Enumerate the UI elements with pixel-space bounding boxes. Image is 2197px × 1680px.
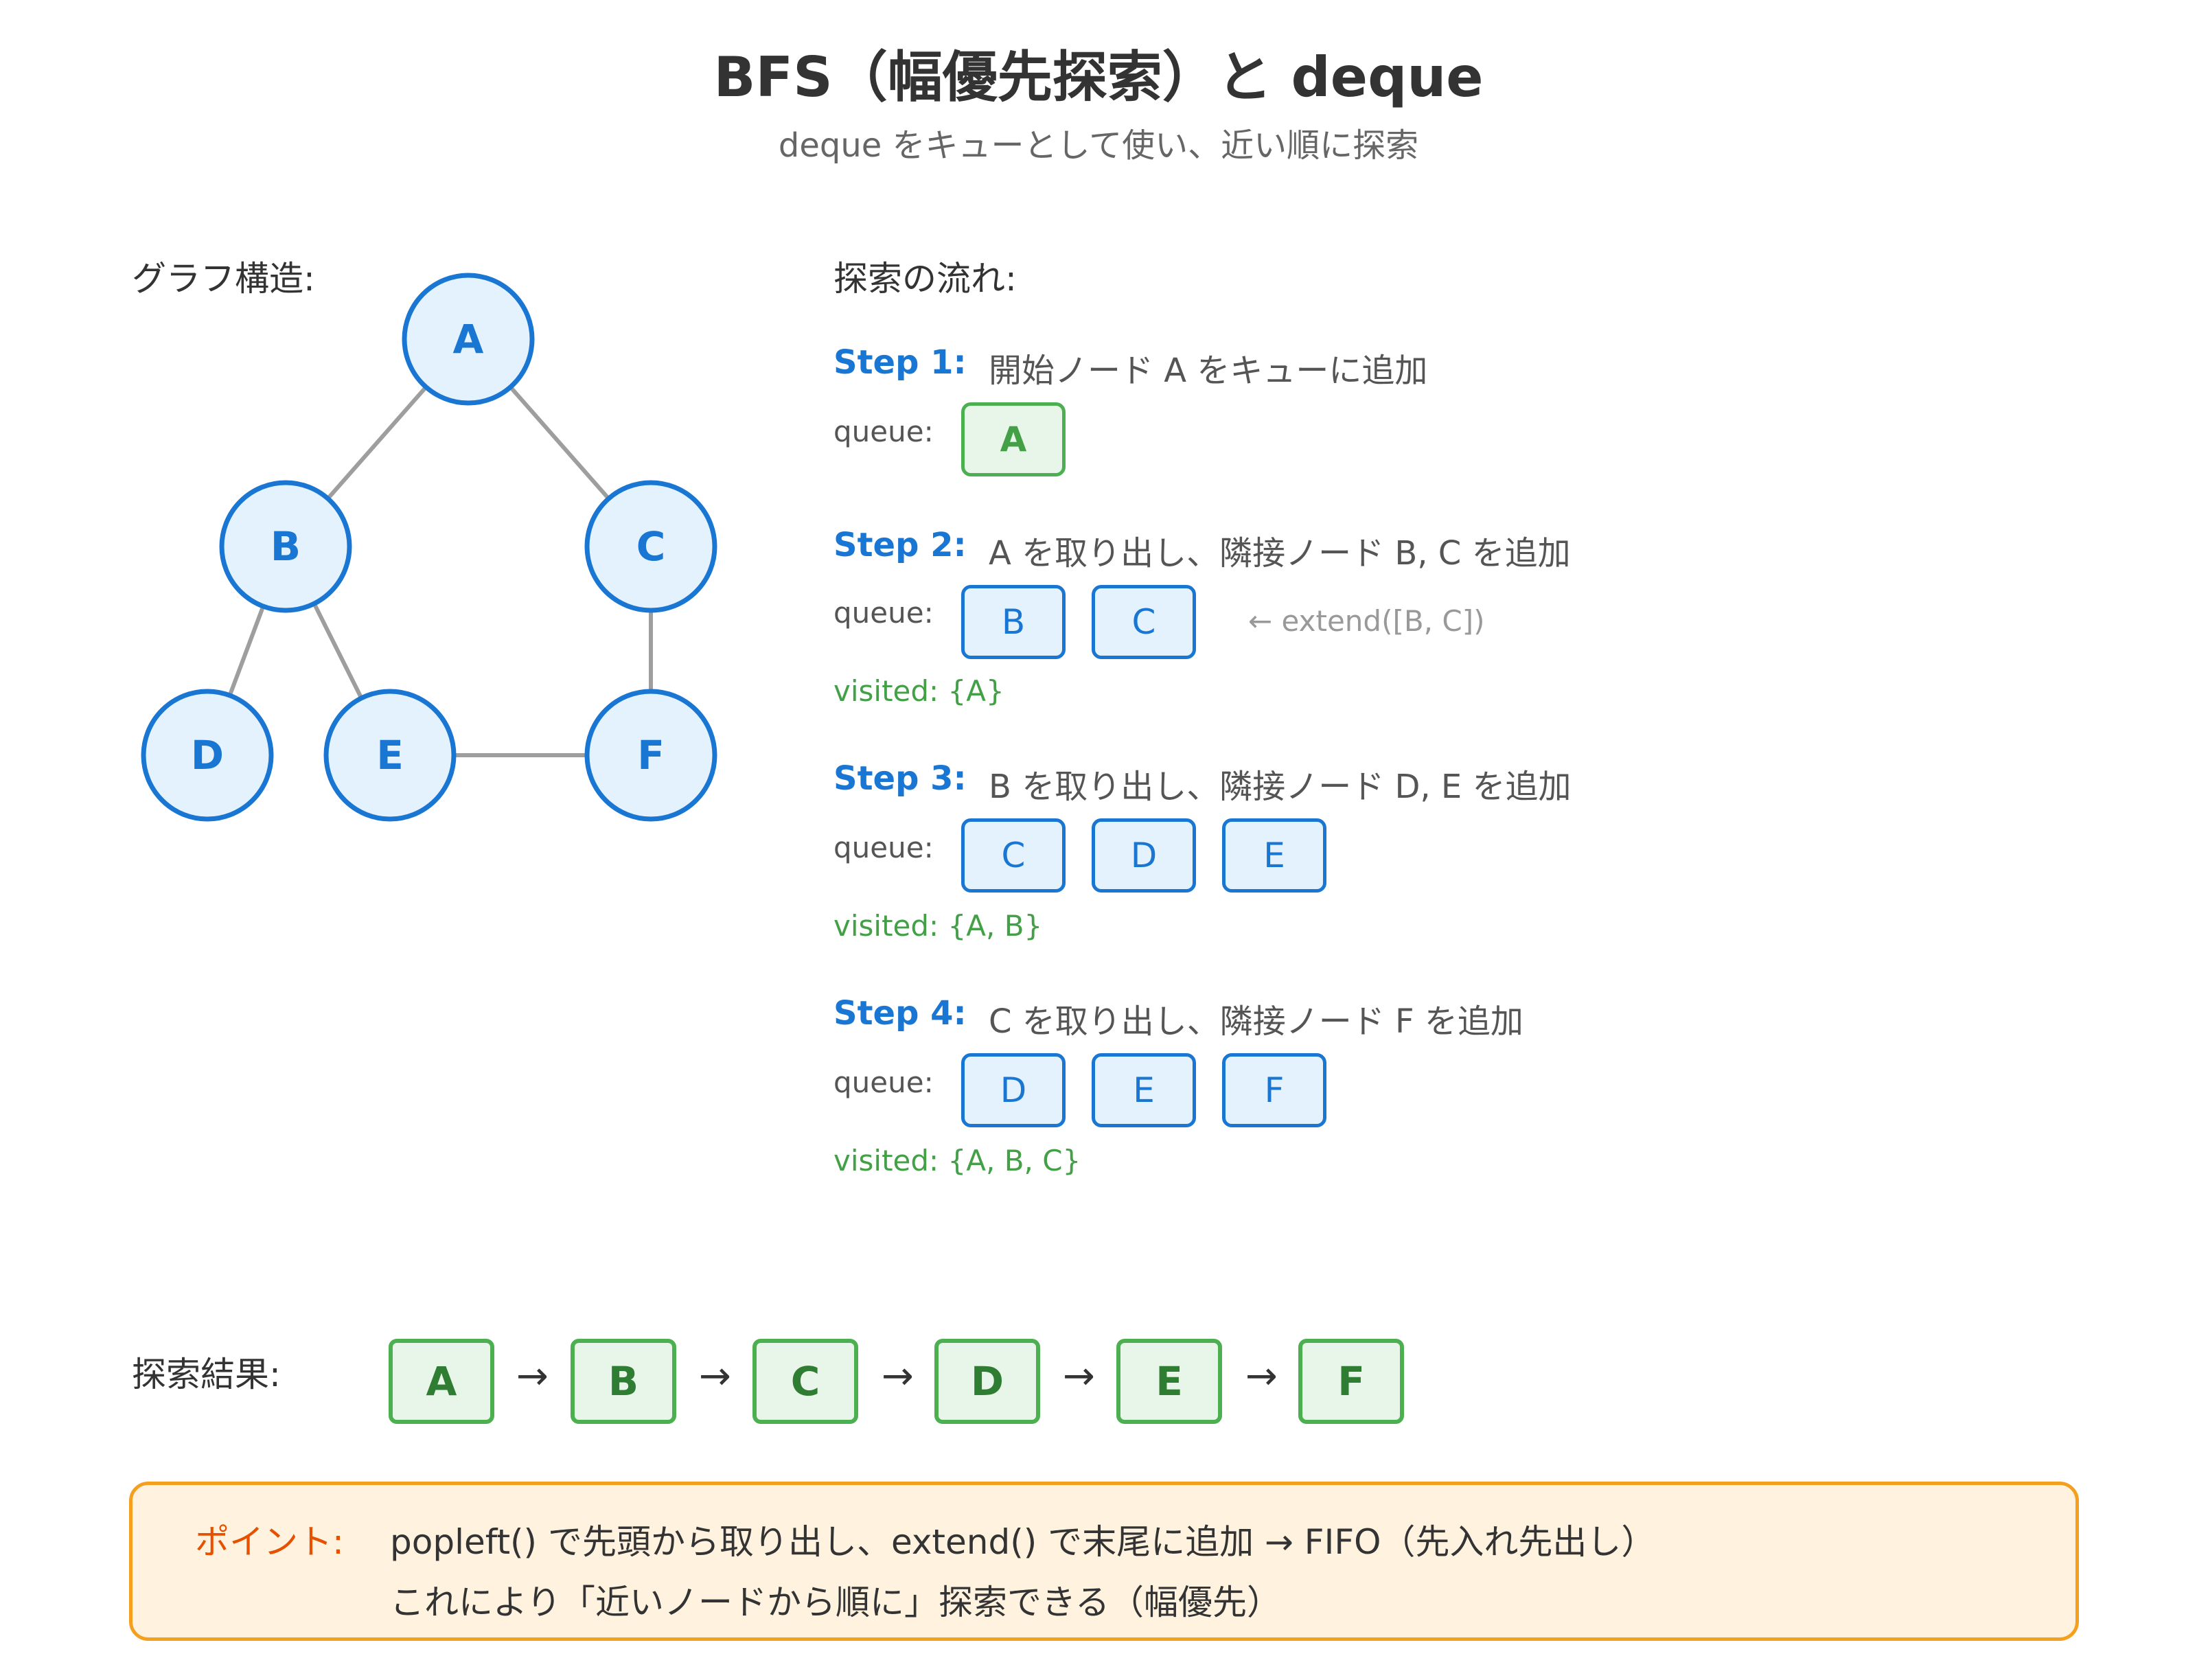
graph-node-circle <box>323 689 457 822</box>
point-line-1: popleft() で先頭から取り出し、extend() で末尾に追加 → FI… <box>390 1522 1656 1562</box>
point-label: ポイント: <box>195 1522 344 1562</box>
result-node: B <box>571 1339 676 1424</box>
graph-node-circle <box>584 480 717 613</box>
step-4-visited: visited: {A, B, C} <box>833 1144 1081 1177</box>
step-4-queue-item: E <box>1092 1053 1196 1127</box>
result-arrow: → <box>1063 1354 1095 1399</box>
step-3-queue-label: queue: <box>833 831 934 864</box>
result-node: A <box>389 1339 494 1424</box>
page-subtitle: deque をキューとして使い、近い順に探索 <box>778 126 1419 165</box>
graph-edge-A-C <box>509 385 610 500</box>
step-2-visited: visited: {A} <box>833 674 1004 708</box>
result-node: C <box>752 1339 858 1424</box>
graph-edge-B-D <box>227 606 266 696</box>
step-4-queue-label: queue: <box>833 1066 934 1099</box>
step-1-label: Step 1: <box>833 343 967 382</box>
result-heading: 探索結果: <box>132 1355 281 1394</box>
result-arrow: → <box>699 1354 731 1399</box>
graph-edge-B-E <box>312 602 364 700</box>
graph-node-circle <box>584 689 717 822</box>
flow-heading: 探索の流れ: <box>833 259 1017 299</box>
graph-diagram: A B C D E F <box>141 273 717 822</box>
graph-node-F: F <box>584 689 717 822</box>
point-line-2: これにより「近いノードから順に」探索できる（幅優先） <box>390 1583 1281 1622</box>
result-arrow: → <box>516 1354 549 1399</box>
step-2-queue-label: queue: <box>833 596 934 630</box>
graph-node-circle <box>219 480 352 613</box>
graph-node-A: A <box>402 273 535 406</box>
graph-node-C: C <box>584 480 717 613</box>
step-2-hint: ← extend([B, C]) <box>1248 604 1485 638</box>
graph-node-label: B <box>271 523 301 570</box>
step-1-desc: 開始ノード A をキューに追加 <box>989 352 1428 390</box>
page-title: BFS（幅優先探索）と deque <box>713 45 1484 109</box>
step-1-queue-item: A <box>961 402 1066 476</box>
graph-node-circle <box>141 689 274 822</box>
graph-node-label: A <box>453 316 484 363</box>
step-2-label: Step 2: <box>833 526 967 564</box>
step-4-queue-item: F <box>1222 1053 1326 1127</box>
step-4-desc: C を取り出し、隣接ノード F を追加 <box>989 1002 1523 1041</box>
graph-node-label: F <box>637 732 665 779</box>
step-4-queue-item: D <box>961 1053 1066 1127</box>
graph-node-label: D <box>191 732 224 779</box>
result-node: E <box>1116 1339 1222 1424</box>
step-3-queue-item: C <box>961 818 1066 893</box>
step-3-queue-item: D <box>1092 818 1196 893</box>
graph-node-label: C <box>636 523 666 570</box>
point-callout <box>129 1482 2079 1641</box>
step-1-queue-label: queue: <box>833 415 934 448</box>
graph-node-label: E <box>376 732 404 779</box>
graph-node-E: E <box>323 689 457 822</box>
step-3-visited: visited: {A, B} <box>833 909 1043 943</box>
result-arrow: → <box>1245 1354 1278 1399</box>
graph-node-D: D <box>141 689 274 822</box>
graph-node-B: B <box>219 480 352 613</box>
step-3-desc: B を取り出し、隣接ノード D, E を追加 <box>989 768 1572 806</box>
step-2-queue-item: C <box>1092 585 1196 659</box>
result-node: D <box>934 1339 1040 1424</box>
step-2-desc: A を取り出し、隣接ノード B, C を追加 <box>989 534 1571 573</box>
graph-edge-A-B <box>326 385 428 500</box>
step-2-queue-item: B <box>961 585 1066 659</box>
result-node: F <box>1298 1339 1404 1424</box>
graph-node-circle <box>402 273 535 406</box>
graph-heading: グラフ構造: <box>132 259 315 299</box>
step-4-label: Step 4: <box>833 994 967 1033</box>
step-3-queue-item: E <box>1222 818 1326 893</box>
result-arrow: → <box>882 1354 914 1399</box>
step-3-label: Step 3: <box>833 759 967 798</box>
